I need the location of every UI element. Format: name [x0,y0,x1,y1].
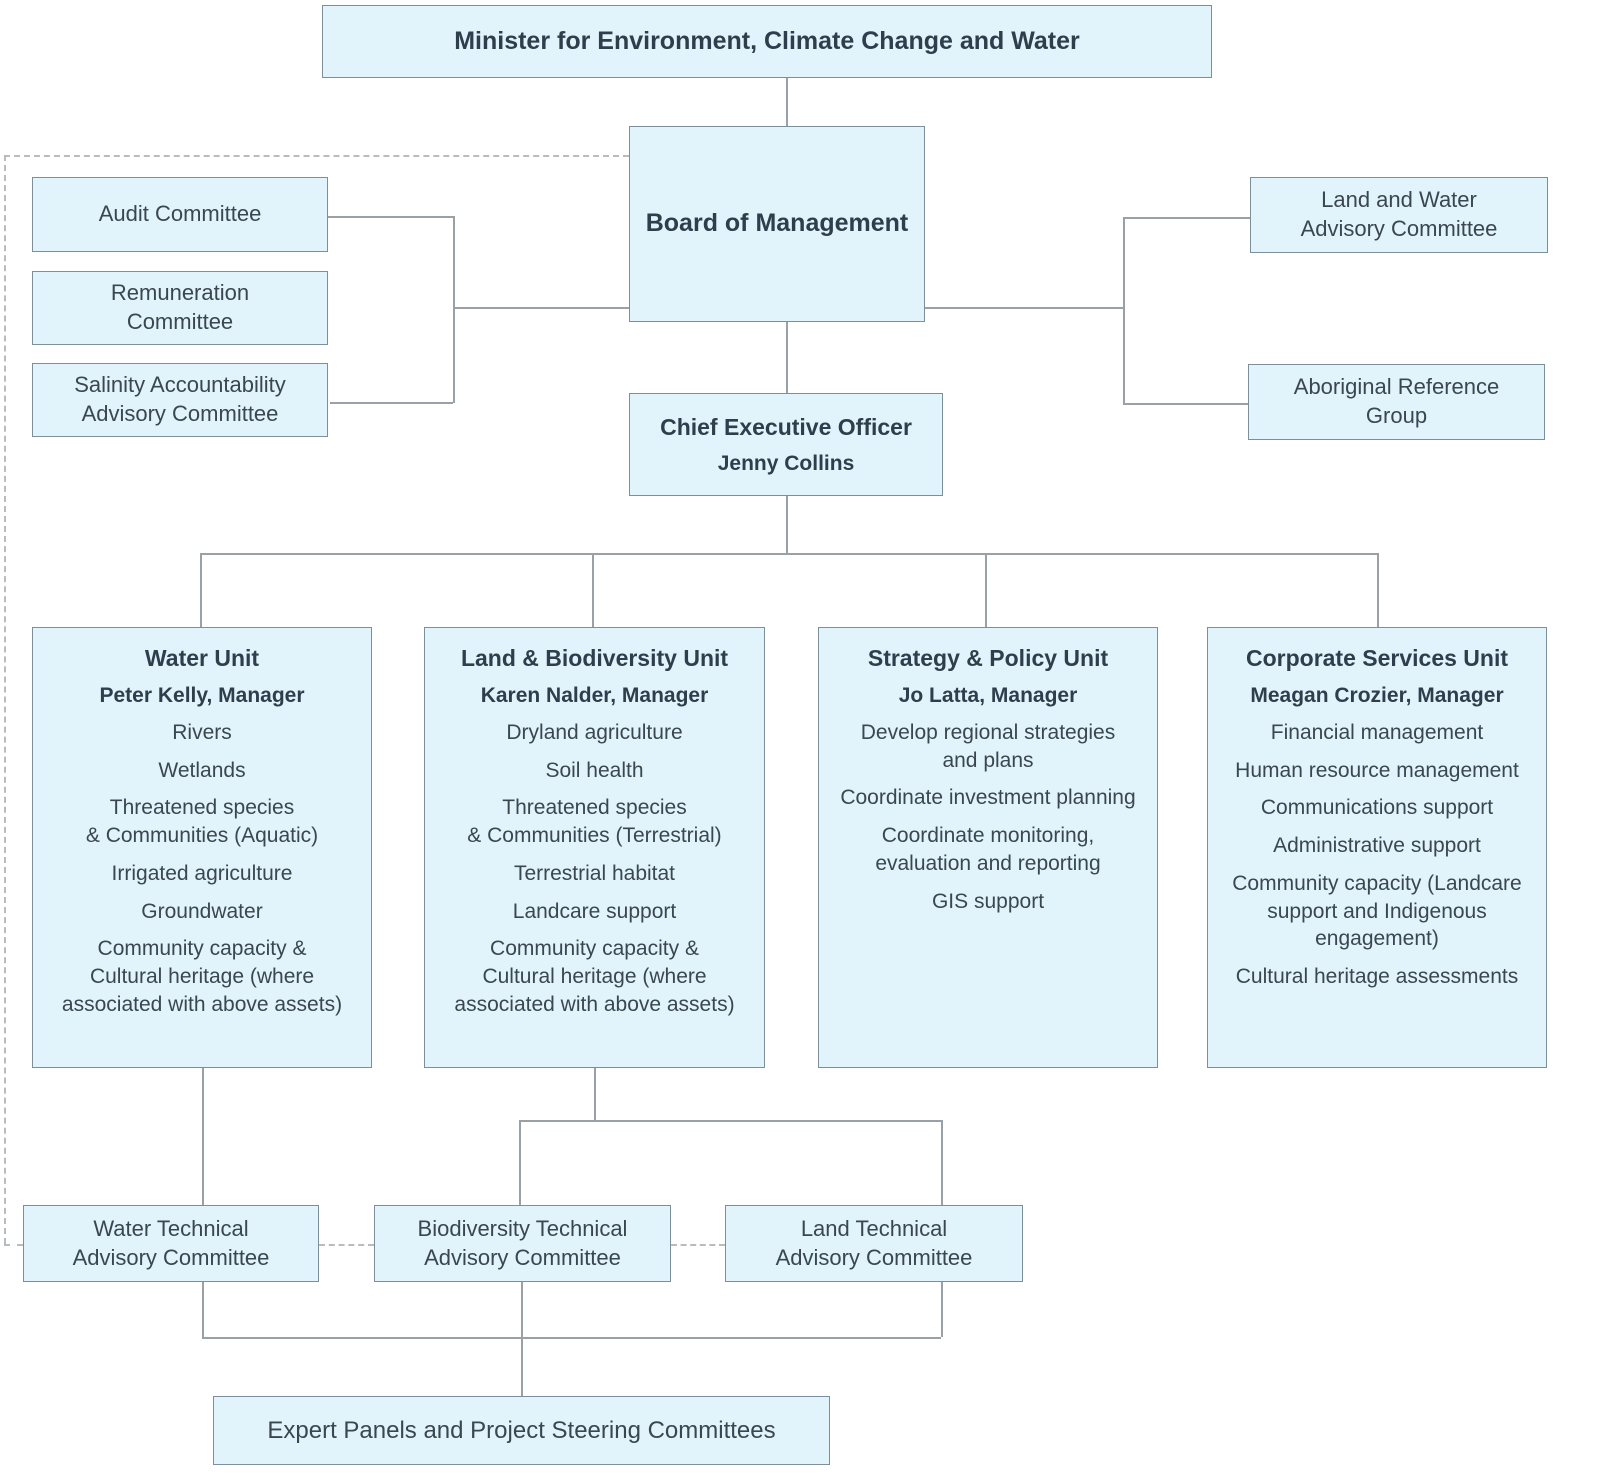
dashed-left-trunk [4,155,6,1244]
remuneration-label: Remuneration Committee [110,280,250,334]
connector-bio-tac-upper [519,1120,521,1205]
node-ceo: Chief Executive Officer Jenny Collins [629,393,943,496]
dashed-water-tac-link [4,1244,23,1246]
node-water-tac: Water Technical Advisory Committee [23,1205,319,1282]
ceo-name: Jenny Collins [717,451,855,475]
land-bio-unit-item: Terrestrial habitat [513,861,676,885]
connector-audit [328,216,453,218]
node-audit-committee: Audit Committee [32,177,328,252]
corporate-unit-item: Community capacity (Landcare support and… [1232,871,1522,951]
strategy-unit-item: Develop regional strategies and plans [860,721,1116,772]
connector-aboriginal [1123,403,1248,405]
dashed-bio-land-link [671,1244,725,1246]
water-unit-item: Community capacity & Cultural heritage (… [61,937,343,1016]
connector-landbio-drop [594,1068,596,1120]
node-expert-panels: Expert Panels and Project Steering Commi… [213,1396,830,1465]
corporate-unit-item: Human resource management [1235,758,1519,782]
land-water-label: Land and Water Advisory Committee [1300,187,1498,241]
connector-land-tac-lower [941,1282,943,1337]
board-label: Board of Management [645,209,909,238]
connector-units-trunk [200,553,1377,555]
corporate-unit-title: Corporate Services Unit [1245,645,1509,671]
connector-drop-water-unit [200,553,202,627]
connector-drop-corporate-unit [1377,553,1379,627]
connector-water-tac-lower [202,1282,204,1337]
connector-salinity [330,402,453,404]
corporate-unit-item: Cultural heritage assessments [1235,965,1519,989]
node-water-unit: Water Unit Peter Kelly, Manager Rivers W… [32,627,372,1068]
land-bio-unit-item: Soil health [545,758,644,782]
connector-board-ceo [786,322,788,393]
land-bio-unit-item: Landcare support [512,899,677,923]
water-unit-manager: Peter Kelly, Manager [99,683,305,707]
land-tac-label: Land Technical Advisory Committee [775,1215,973,1270]
connector-expert-drop [521,1282,523,1396]
connector-tac-bottom-trunk [202,1337,941,1339]
dashed-board-link [4,155,629,157]
water-unit-item: Threatened species & Communities (Aquati… [85,796,319,848]
node-remuneration-committee: Remuneration Committee [32,271,328,345]
land-bio-unit-item: Community capacity & Cultural heritage (… [454,937,735,1016]
corporate-unit-item: Communications support [1260,796,1494,820]
land-bio-unit-title: Land & Biodiversity Unit [460,645,729,671]
water-unit-item: Rivers [172,721,232,744]
strategy-unit-item: Coordinate monitoring, evaluation and re… [875,824,1101,875]
land-bio-unit-item: Dryland agriculture [506,721,683,744]
connector-right-board [925,307,1123,309]
audit-label: Audit Committee [98,201,262,227]
connector-drop-land-bio-unit [592,553,594,627]
salinity-label: Salinity Accountability Advisory Committ… [74,372,286,426]
dashed-water-bio-link [319,1244,374,1246]
connector-land-tac-upper [941,1120,943,1205]
connector-left-board [453,307,629,309]
strategy-unit-item: GIS support [931,889,1045,913]
minister-label: Minister for Environment, Climate Change… [454,26,1080,55]
connector-minister-board [786,78,788,126]
node-salinity-committee: Salinity Accountability Advisory Committ… [32,363,328,437]
node-land-tac: Land Technical Advisory Committee [725,1205,1023,1282]
connector-left-committees-trunk [453,216,455,403]
water-unit-item: Irrigated agriculture [111,861,293,885]
node-minister: Minister for Environment, Climate Change… [322,5,1212,78]
connector-drop-strategy-unit [985,553,987,627]
strategy-unit-title: Strategy & Policy Unit [867,645,1109,671]
aboriginal-label: Aboriginal Reference Group [1293,374,1500,428]
water-tac-label: Water Technical Advisory Committee [72,1215,270,1270]
node-board-of-management: Board of Management [629,126,925,322]
expert-panels-label: Expert Panels and Project Steering Commi… [267,1416,776,1444]
connector-landbio-split [519,1120,941,1122]
strategy-unit-item: Coordinate investment planning [840,786,1136,810]
water-unit-item: Wetlands [158,758,246,782]
connector-land-water [1123,217,1250,219]
strategy-unit-manager: Jo Latta, Manager [898,683,1078,707]
corporate-unit-item: Financial management [1270,721,1484,744]
node-biodiversity-tac: Biodiversity Technical Advisory Committe… [374,1205,671,1282]
connector-water-unit-tac-upper [202,1068,204,1205]
ceo-title: Chief Executive Officer [660,413,912,440]
connector-ceo-trunk [786,496,788,553]
node-land-biodiversity-unit: Land & Biodiversity Unit Karen Nalder, M… [424,627,765,1068]
corporate-unit-manager: Meagan Crozier, Manager [1250,683,1504,707]
connector-right-committees-trunk [1123,217,1125,403]
corporate-unit-item: Administrative support [1273,834,1481,858]
land-bio-unit-item: Threatened species & Communities (Terres… [467,796,722,848]
node-aboriginal-reference-group: Aboriginal Reference Group [1248,364,1545,440]
node-land-water-committee: Land and Water Advisory Committee [1250,177,1548,253]
water-unit-title: Water Unit [144,645,260,671]
node-corporate-services-unit: Corporate Services Unit Meagan Crozier, … [1207,627,1547,1068]
land-bio-unit-manager: Karen Nalder, Manager [480,683,709,707]
biodiversity-tac-label: Biodiversity Technical Advisory Committe… [417,1215,628,1270]
water-unit-item: Groundwater [141,899,263,923]
node-strategy-policy-unit: Strategy & Policy Unit Jo Latta, Manager… [818,627,1158,1068]
